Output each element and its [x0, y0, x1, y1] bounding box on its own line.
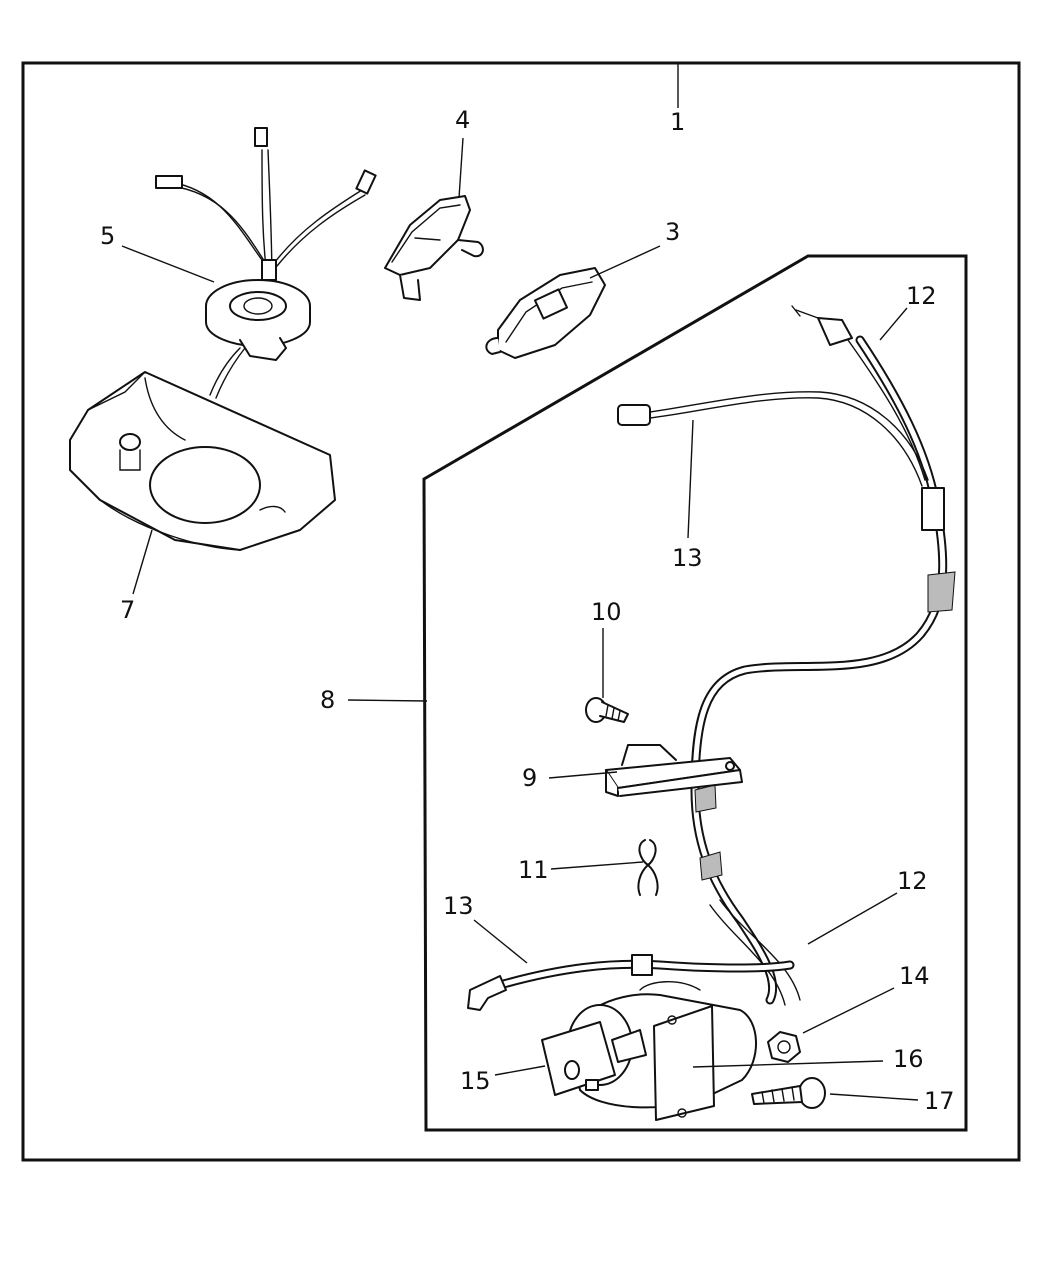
callout-5: 5	[100, 222, 115, 250]
callout-10: 10	[591, 598, 622, 626]
callout-12-bottom: 12	[897, 867, 928, 895]
callouts: 1 3 4 5 7 8 9 10 11 12 12 13 13 14 15 16…	[100, 106, 955, 1115]
part-9-bracket	[605, 744, 743, 797]
part-16-plate	[653, 1005, 715, 1121]
outer-frame	[21, 61, 1021, 1162]
callout-8: 8	[320, 686, 335, 714]
part-13-hose-top	[617, 404, 651, 426]
part-3-switch	[485, 267, 606, 359]
part-5-clockspring	[155, 127, 377, 399]
part-10-screw	[585, 697, 629, 723]
callout-3: 3	[665, 218, 680, 246]
part-13-hose-bottom	[467, 954, 795, 1011]
part-4-switch	[384, 195, 484, 301]
part-15-servo	[541, 981, 757, 1109]
callout-13-bottom: 13	[443, 892, 474, 920]
callout-15: 15	[460, 1067, 491, 1095]
subassembly-frame	[422, 254, 968, 1132]
callout-13-top: 13	[672, 544, 703, 572]
leader-lines	[121, 62, 919, 1101]
part-11-clip	[637, 839, 659, 896]
callout-7: 7	[120, 596, 135, 624]
callout-17: 17	[924, 1087, 955, 1115]
callout-9: 9	[522, 764, 537, 792]
callout-11: 11	[518, 856, 549, 884]
part-7-shroud	[69, 371, 336, 551]
part-12-harness	[649, 305, 956, 1006]
callout-14: 14	[899, 962, 930, 990]
callout-4: 4	[455, 106, 470, 134]
callout-12-top: 12	[906, 282, 937, 310]
callout-16: 16	[893, 1045, 924, 1073]
callout-1: 1	[670, 108, 685, 136]
part-14-nut	[767, 1031, 801, 1063]
part-17-bolt	[751, 1077, 826, 1109]
